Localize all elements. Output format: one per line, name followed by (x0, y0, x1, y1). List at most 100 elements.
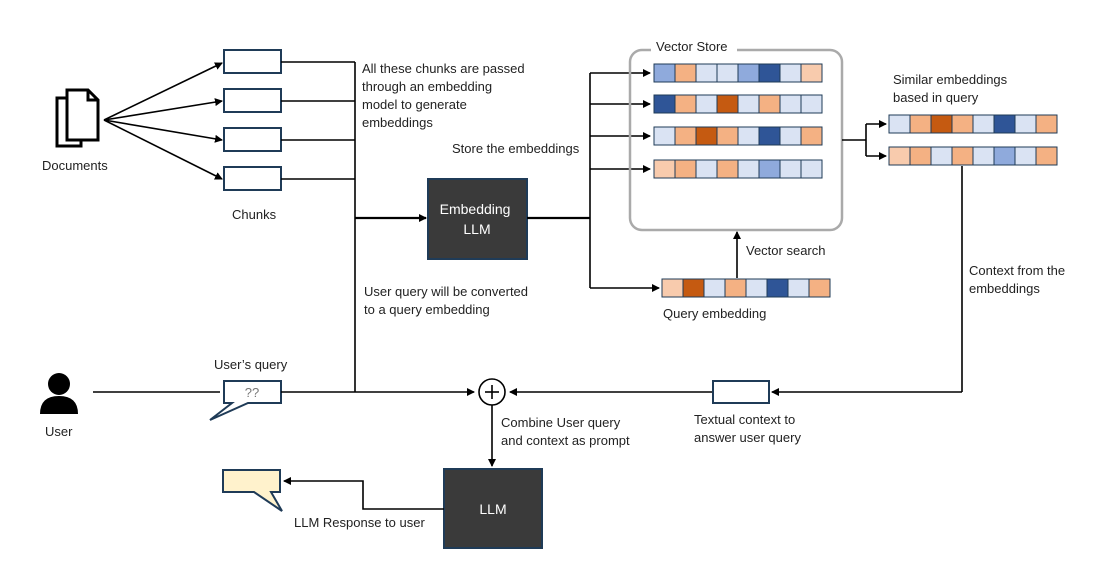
query-vector (661, 278, 831, 298)
vector-cell (653, 126, 676, 146)
chunks-note: All these chunks are passed through an e… (362, 61, 528, 130)
query-bubble-text: ?? (245, 385, 259, 400)
response-bubble (222, 469, 283, 512)
user-query-note-line: User query will be converted (364, 284, 528, 299)
textual-context-label: Textual context to answer user query (694, 412, 801, 445)
vector-cell (716, 126, 739, 146)
embedding-llm-line: LLM (463, 221, 490, 237)
textual-context-box (712, 380, 770, 404)
vector-cell (758, 63, 781, 83)
user-query-note-line: to a query embedding (364, 302, 490, 317)
vector-cell (724, 278, 747, 298)
vector-cell (695, 63, 718, 83)
vector-cell (758, 159, 781, 179)
vector-cell (800, 126, 823, 146)
vector-store-title-bg (651, 39, 737, 55)
document-to-chunk-arrows (103, 62, 223, 180)
chunk-boxes (223, 49, 282, 191)
chunks-note-line: through an embedding (362, 79, 492, 94)
context-from-label: Context from the embeddings (969, 263, 1069, 296)
users-query-label: User’s query (214, 357, 288, 372)
vector-cell (951, 114, 974, 134)
vector-cell (779, 159, 802, 179)
embedding-llm-label: Embedding LLM (440, 201, 515, 237)
vector-cell (695, 126, 718, 146)
chunks-note-line: embeddings (362, 115, 433, 130)
documents-icon (55, 88, 100, 148)
vector-cell (951, 146, 974, 166)
vector-cell (737, 159, 760, 179)
combine-line: Combine User query (501, 415, 621, 430)
vector-cell (909, 146, 932, 166)
vector-cell (779, 126, 802, 146)
store-arrows (527, 69, 660, 292)
vector-cell (695, 159, 718, 179)
chunks-label: Chunks (232, 207, 277, 222)
vector-cell (779, 94, 802, 114)
vector-cell (800, 159, 823, 179)
vector-cell (800, 63, 823, 83)
vector-cell (674, 63, 697, 83)
context-arrows (509, 166, 963, 396)
vector-cell (808, 278, 831, 298)
vector-cell (703, 278, 726, 298)
vector-store-title: Vector Store (656, 39, 728, 54)
chunks-note-line: All these chunks are passed (362, 61, 525, 76)
vector-cell (653, 94, 676, 114)
embedding-llm-box (427, 178, 528, 260)
vector-cell (653, 159, 676, 179)
chunks-note-line: model to generate (362, 97, 467, 112)
chunk-box (223, 49, 282, 74)
store-embeddings-label: Store the embeddings (452, 141, 580, 156)
llm-to-response-arrow (283, 477, 444, 510)
combine-line: and context as prompt (501, 433, 630, 448)
vector-cell (737, 94, 760, 114)
vector-cell (972, 114, 995, 134)
vector-cell (909, 114, 932, 134)
textual-context-line: answer user query (694, 430, 801, 445)
chunk-bus-lines (281, 61, 427, 392)
vector-cell (1014, 114, 1037, 134)
vector-cell (716, 94, 739, 114)
similar-embeddings-label: Similar embeddings based in query (893, 72, 1011, 105)
textual-context-line: Textual context to (694, 412, 795, 427)
vector-cell (930, 114, 953, 134)
vector-cell (1035, 114, 1058, 134)
query-embedding-label: Query embedding (663, 306, 766, 321)
vector-cell (993, 114, 1016, 134)
vector-cell (993, 146, 1016, 166)
vector-cell (745, 278, 768, 298)
vector-cell (758, 94, 781, 114)
vector-cell (716, 159, 739, 179)
vector-cell (695, 94, 718, 114)
user-icon (40, 373, 78, 414)
vector-cell (674, 94, 697, 114)
vector-cell (1035, 146, 1058, 166)
vector-cell (682, 278, 705, 298)
vector-cell (1014, 146, 1037, 166)
user-query-note: User query will be converted to a query … (364, 284, 532, 317)
vector-cell (888, 146, 911, 166)
context-from-line: embeddings (969, 281, 1040, 296)
vector-cell (737, 63, 760, 83)
combine-label: Combine User query and context as prompt (501, 415, 630, 448)
stored-vectors (653, 63, 823, 179)
chunk-box (223, 166, 282, 191)
vector-cell (737, 126, 760, 146)
vector-cell (972, 146, 995, 166)
vector-cell (674, 159, 697, 179)
vector-cell (653, 63, 676, 83)
llm-label: LLM (479, 501, 506, 517)
user-label: User (45, 424, 73, 439)
documents-label: Documents (42, 158, 108, 173)
vector-cell (779, 63, 802, 83)
vector-cell (930, 146, 953, 166)
vector-cell (888, 114, 911, 134)
vector-cell (716, 63, 739, 83)
vector-cell (787, 278, 810, 298)
vector-cell (766, 278, 789, 298)
vector-search-label: Vector search (746, 243, 826, 258)
similar-arrows (842, 120, 887, 160)
